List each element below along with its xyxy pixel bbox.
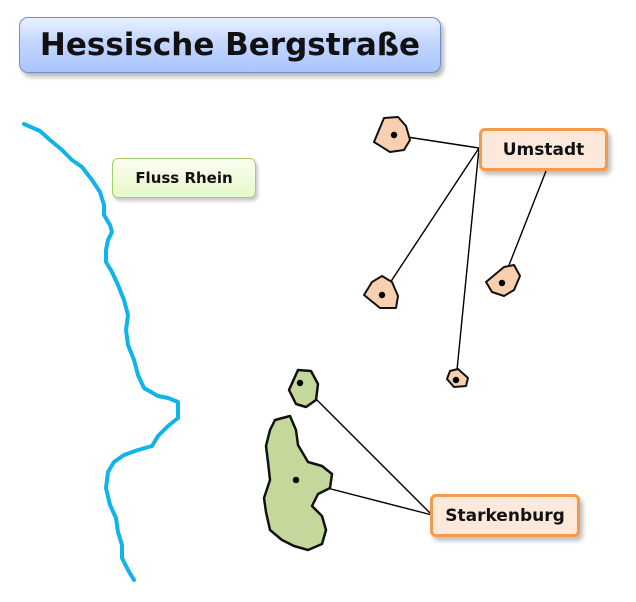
umstadt-connectors [381,134,547,381]
rhine-river-line [22,122,180,582]
starkenburg-territory-small [287,368,320,409]
map-title: Hessische Bergstraße [19,17,441,73]
anchor-dot [452,376,460,384]
starkenburg-territory-large [262,414,334,552]
starkenburg-label: Starkenburg [430,494,580,537]
anchor-dot [296,379,304,387]
anchor-dot [292,476,300,484]
anchor-dots [292,131,506,484]
anchor-dot [378,291,386,299]
river-label: Fluss Rhein [112,158,256,198]
starkenburg-territories [262,368,334,552]
umstadt-label: Umstadt [479,128,608,171]
anchor-dot [498,279,506,287]
anchor-dot [390,131,398,139]
